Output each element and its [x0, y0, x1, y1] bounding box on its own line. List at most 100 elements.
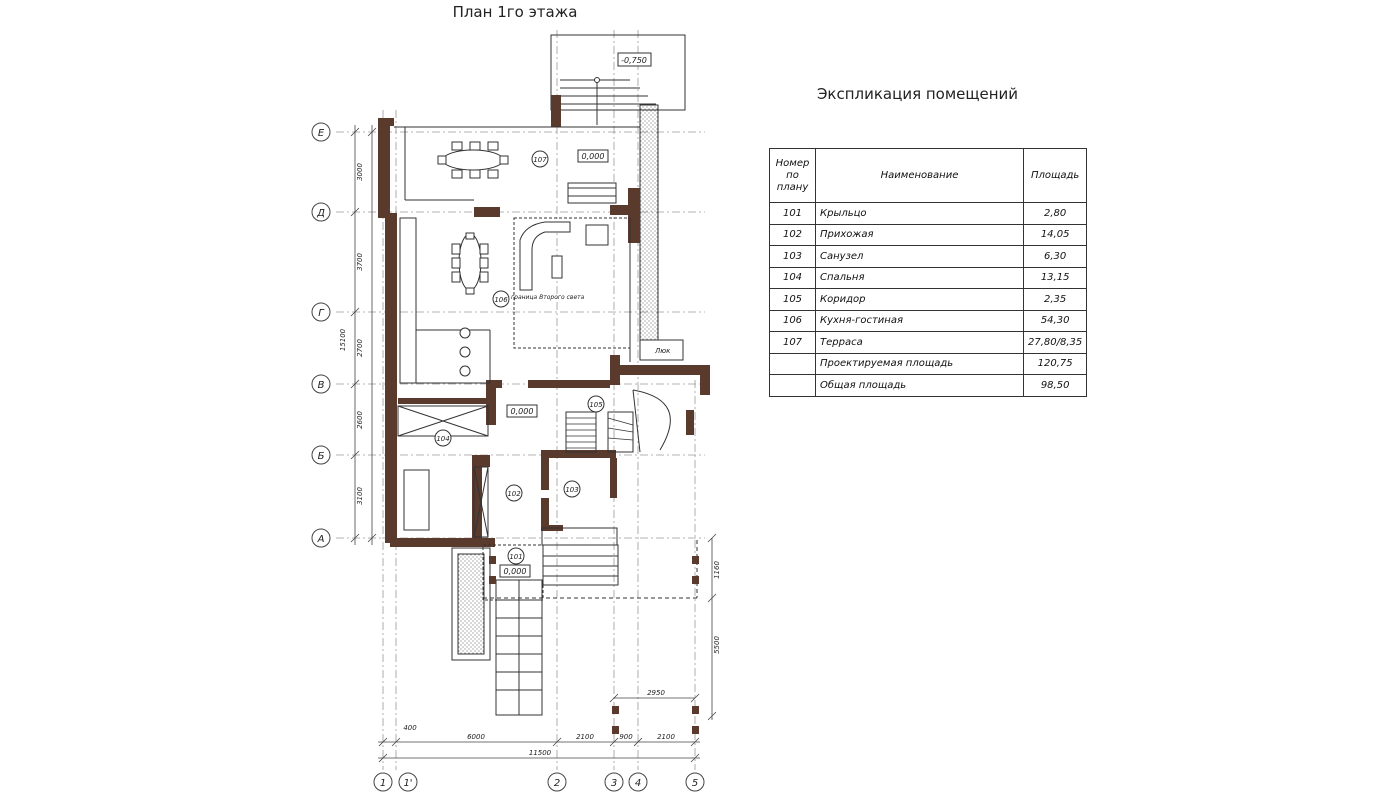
- explication-title: Экспликация помещений: [816, 85, 1019, 103]
- row-area: 2,35: [1022, 288, 1088, 311]
- row-number: 107: [769, 331, 816, 354]
- dining-table-kitchen: [451, 232, 489, 295]
- dining-table-terrace: [437, 141, 509, 179]
- axis-letter-5: Б: [318, 451, 325, 462]
- row-area: 54,30: [1022, 309, 1088, 332]
- header-number: Номер по плану: [769, 148, 816, 203]
- room-102: 102: [507, 490, 521, 498]
- row-name: Спальня: [815, 266, 1024, 289]
- axis-number-5: 4: [635, 778, 641, 789]
- room-106: 106: [494, 296, 508, 304]
- vertical-dimension-line: [350, 125, 377, 545]
- axis-letter-1: Е: [318, 128, 325, 139]
- sofa: [519, 221, 609, 291]
- dim-h-1: 400: [403, 724, 417, 732]
- dim-v-3: 2700: [356, 339, 364, 357]
- room-104: 104: [436, 435, 449, 443]
- axis-number-2: 1': [403, 778, 412, 789]
- row-number: 103: [769, 245, 816, 268]
- dim-v-total: 15100: [339, 328, 347, 351]
- columns: [489, 556, 699, 734]
- stairs: [566, 417, 634, 449]
- axis-letter-3: Г: [318, 308, 325, 319]
- exterior-walls: [378, 95, 710, 547]
- row-name: Санузел: [815, 245, 1024, 268]
- row-number: [769, 352, 816, 375]
- room-101: 101: [509, 553, 522, 561]
- room-107: 107: [533, 156, 547, 164]
- row-name: Крыльцо: [815, 202, 1024, 225]
- upper-entrance-platform: [550, 34, 686, 125]
- level-terrace: 0,000: [582, 152, 605, 161]
- level-minus-0750: -0,750: [621, 56, 647, 65]
- axis-number-3: 2: [554, 778, 560, 789]
- axis-letter-6: А: [317, 534, 325, 545]
- room-103: 103: [565, 486, 578, 494]
- axis-letter-2: Д: [316, 208, 325, 219]
- dim-v-4: 2600: [356, 411, 364, 429]
- row-number: 102: [769, 223, 816, 246]
- axis-letter-markers: [311, 122, 331, 548]
- row-area: 6,30: [1022, 245, 1088, 268]
- horizontal-dimension-line: [378, 533, 717, 763]
- row-area: 2,80: [1022, 202, 1088, 225]
- dim-5500: 5500: [713, 636, 721, 654]
- row-name: Проектируемая площадь: [815, 352, 1024, 375]
- bench-terrace: [567, 182, 617, 204]
- dim-v-5: 3100: [356, 487, 364, 505]
- dim-1160: 1160: [713, 561, 721, 579]
- header-name: Наименование: [815, 148, 1024, 203]
- axis-number-6: 5: [692, 778, 698, 789]
- interior-lines: [394, 126, 684, 546]
- level-marks: [499, 52, 652, 578]
- row-name: Терраса: [815, 331, 1024, 354]
- room-105: 105: [589, 401, 603, 409]
- room-number-markers: [434, 150, 605, 565]
- porch-steps: [451, 540, 698, 716]
- axis-letter-4: В: [318, 380, 325, 391]
- terrace-border-hatch: [639, 104, 659, 341]
- row-number: 104: [769, 266, 816, 289]
- axis-number-4: 3: [611, 778, 617, 789]
- table-header-row: Номер по плану Наименование Площадь: [769, 148, 1088, 203]
- row-number: 106: [769, 309, 816, 332]
- row-area: 13,15: [1022, 266, 1088, 289]
- plan-title: План 1го этажа: [452, 3, 578, 21]
- level-porch: 0,000: [504, 567, 527, 576]
- row-number: 105: [769, 288, 816, 311]
- row-area: 98,50: [1022, 374, 1088, 397]
- row-number: 101: [769, 202, 816, 225]
- axis-number-markers: [373, 772, 705, 792]
- dim-2950: 2950: [647, 689, 665, 697]
- dim-h-total: 11500: [529, 749, 552, 757]
- axis-number-1: 1: [380, 778, 386, 789]
- row-name: Коридор: [815, 288, 1024, 311]
- level-corridor: 0,000: [511, 407, 534, 416]
- row-name: Общая площадь: [815, 374, 1024, 397]
- dim-v-2: 3700: [356, 253, 364, 271]
- dim-h-5: 2100: [657, 733, 675, 741]
- row-area: 27,80/8,35: [1022, 331, 1088, 354]
- row-area: 14,05: [1022, 223, 1088, 246]
- row-number: [769, 374, 816, 397]
- row-area: 120,75: [1022, 352, 1088, 375]
- row-name: Прихожая: [815, 223, 1024, 246]
- header-area: Площадь: [1022, 148, 1088, 203]
- hatch-label: Люк: [654, 347, 671, 355]
- dim-h-4: 900: [619, 733, 633, 741]
- dim-h-2: 6000: [467, 733, 485, 741]
- dim-h-3: 2100: [576, 733, 594, 741]
- stove-burners: [459, 327, 471, 377]
- row-name: Кухня-гостиная: [815, 309, 1024, 332]
